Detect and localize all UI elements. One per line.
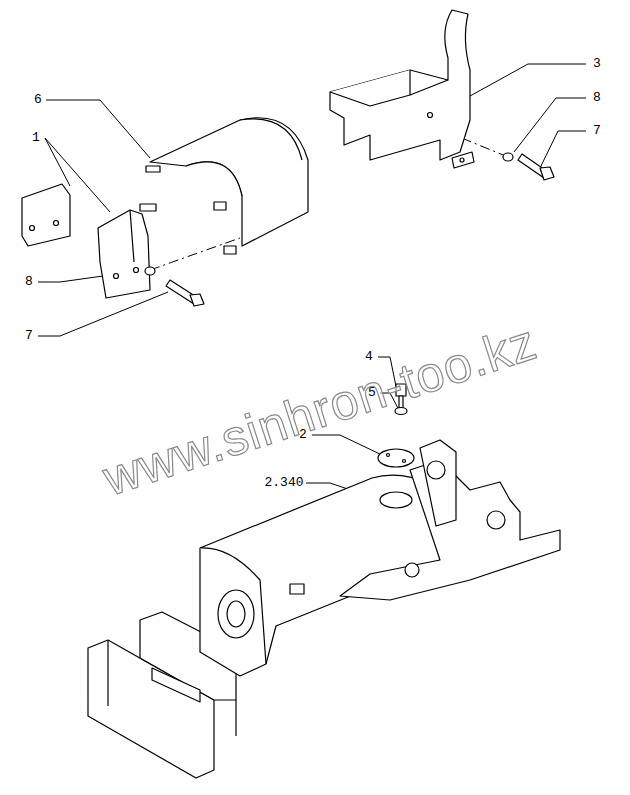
bracket <box>22 184 150 298</box>
callout-number: 3 <box>592 57 602 71</box>
watermark: www.sinhron-too.kz <box>96 313 543 508</box>
callout-number: 1 <box>31 131 41 145</box>
callout-number: 8 <box>24 275 34 289</box>
callout-number: 8 <box>592 91 602 105</box>
callout-number: 6 <box>33 93 43 107</box>
callout-number: 7 <box>24 329 34 343</box>
cover-hood <box>140 118 308 254</box>
callout-number: 7 <box>592 124 602 138</box>
support-bracket <box>330 10 474 168</box>
callout-number: 2.340 <box>263 476 304 490</box>
